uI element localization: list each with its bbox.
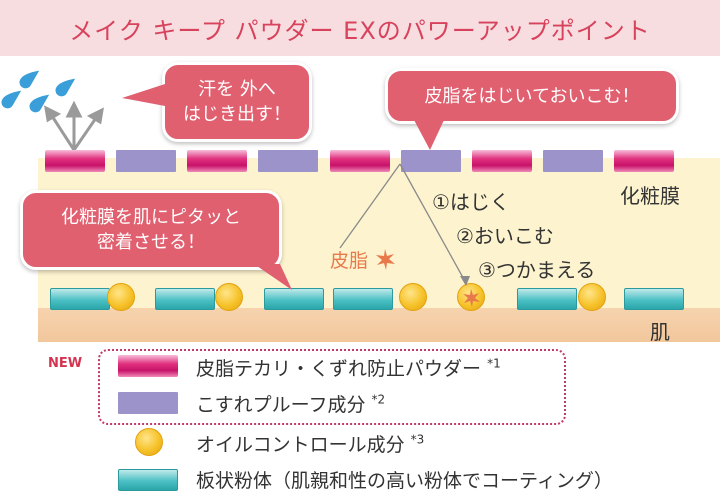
legend-footnote: *3 [410,432,425,447]
step-drive: ②おいこむ [456,224,554,248]
plate-powder [517,288,577,310]
sebum-proof-powder [330,150,390,172]
legend-footnote: *1 [487,356,501,371]
sweat-icon-group [1,70,104,151]
title-bar: メイク キープ パウダー EXのパワーアップポイント [0,0,720,56]
film-label: 化粧膜 [620,184,680,208]
legend-text: こすれプルーフ成分 [196,394,366,416]
step-capture: ③つかまえる [478,258,596,282]
legend-item-rub-proof: こすれプルーフ成分 *2 [196,390,385,417]
rub-proof-powder [401,150,461,172]
rub-proof-powder [258,150,318,172]
oil-control-particle [578,283,606,311]
sebum-proof-powder [472,150,532,172]
oil-control-particle [107,283,135,311]
callout-sweat-tail [122,84,165,106]
plate-powder [264,288,324,310]
new-ingredients-box [98,349,566,425]
plate-powder [155,288,215,310]
plate-powder [333,288,393,310]
callout-sebum-text: 皮脂をはじいておいこむ！ [424,86,640,107]
legend-swatch-plate-powder [118,469,178,491]
oil-control-particle [457,283,485,311]
page-title: メイク キープ パウダー EXのパワーアップポイント [69,16,651,45]
legend-item-oil-control: オイルコントロール成分 *3 [196,430,424,457]
legend-swatch-rub-proof [118,392,178,414]
skin-label: 肌 [650,320,670,344]
legend-item-sebum-powder: 皮脂テカリ・くずれ防止パウダー *1 [196,354,501,381]
legend-text: 皮脂テカリ・くずれ防止パウダー [196,358,482,380]
callout-sweat-line1: 汗を 外へ [198,79,276,100]
sebum-label: 皮脂 [330,250,369,272]
oil-control-particle [399,283,427,311]
sebum-proof-powder [614,150,674,172]
sebum-splash-icon [376,249,395,270]
arrow-icon [44,100,104,151]
new-tag: NEW [48,356,83,371]
callout-sweat: 汗を 外へ はじき出す！ [162,62,312,142]
skin-layer [38,308,720,342]
legend-item-plate-powder: 板状粉体（肌親和性の高い粉体でコーティング） [196,466,613,493]
callout-adhere-line1: 化粧膜を肌にピタッと [61,207,241,228]
rub-proof-powder [116,150,176,172]
oil-control-particle [215,283,243,311]
legend-text: 板状粉体（肌親和性の高い粉体でコーティング） [196,470,613,492]
plate-powder [624,288,684,310]
sebum-proof-powder [45,150,105,172]
callout-sweat-line2: はじき出す！ [183,104,291,125]
legend-swatch-sebum-powder [118,355,178,377]
sebum-proof-powder [187,150,247,172]
legend-swatch-oil-control [135,428,163,456]
rub-proof-powder [543,150,603,172]
sweat-drop-icon [1,70,76,113]
callout-sebum-tail [414,120,444,150]
callout-adhere-tail [254,264,292,290]
legend-footnote: *2 [371,392,386,407]
callout-adhere: 化粧膜を肌にピタッと 密着させる！ [20,190,282,270]
step-repel: ①はじく [432,190,510,214]
sebum-splash-icon [463,289,480,307]
legend-text: オイルコントロール成分 [196,434,405,456]
callout-adhere-line2: 密着させる！ [97,232,205,253]
callout-sebum: 皮脂をはじいておいこむ！ [385,68,679,124]
